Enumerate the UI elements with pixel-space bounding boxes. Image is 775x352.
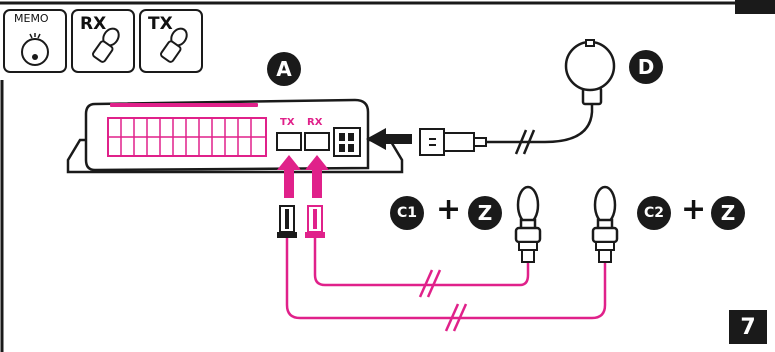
control-module (66, 98, 404, 174)
cable-break-mark (514, 129, 528, 155)
corner-tab (735, 0, 775, 14)
memo-label: MEMO (14, 12, 49, 25)
rx-label: RX (80, 14, 107, 34)
cable-plug-to-d (486, 95, 594, 144)
wire-tx-to-c2 (285, 238, 607, 320)
wire-break-marks (418, 269, 468, 332)
tx-label: TX (148, 14, 173, 34)
wire-rx-to-c1 (313, 238, 530, 287)
side-connector (333, 127, 361, 157)
tx-rx-arrows (277, 155, 329, 198)
plus-sign-2: + (681, 192, 707, 227)
tx-port (276, 132, 302, 151)
rx-toggle-icon (92, 27, 120, 63)
rx-port-label: RX (307, 117, 323, 128)
arrow-into-connector (366, 128, 412, 150)
tx-wire-connector (277, 205, 297, 238)
switch-c1-icon (514, 185, 542, 263)
rx-port (304, 132, 330, 151)
label-a: A (267, 52, 301, 86)
tx-port-label: TX (280, 117, 295, 128)
page-number-badge: 7 (729, 310, 767, 344)
main-connector-grid (108, 118, 266, 156)
label-z1: Z (468, 196, 502, 230)
memo-knob-icon (21, 33, 49, 66)
switch-c2-icon (591, 185, 619, 263)
label-z2: Z (711, 196, 745, 230)
plus-sign-1: + (436, 192, 462, 227)
label-c2: C2 (637, 196, 671, 230)
label-d: D (629, 50, 663, 84)
rx-wire-connector (305, 205, 325, 238)
tx-toggle-icon (160, 27, 188, 63)
label-c1: C1 (390, 196, 424, 230)
device-d-icon (564, 39, 616, 106)
plug-connector (419, 128, 487, 156)
